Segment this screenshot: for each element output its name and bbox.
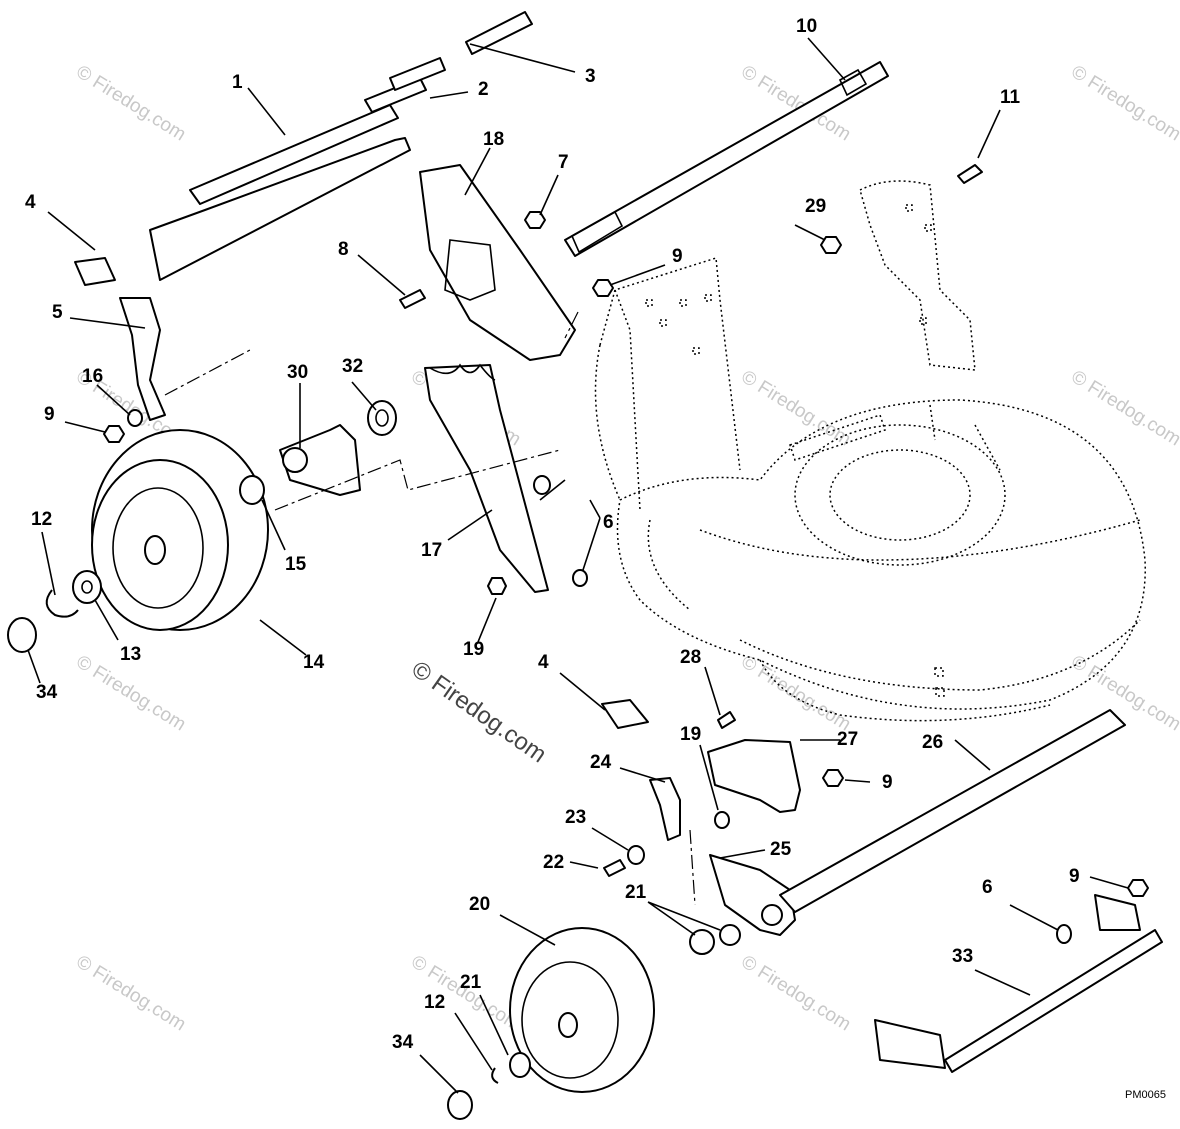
part-23-washer [627,845,645,865]
part-9-nut [592,279,614,297]
part-21-washer-lower [509,1052,531,1078]
callout-17: 17 [421,540,442,561]
diagram-code: PM0065 [1125,1089,1166,1101]
callout-23: 23 [565,807,586,828]
callout-19: 19 [680,724,701,745]
part-9-nut-right [1127,879,1149,897]
watermark-text: © Firedog.com [737,951,854,1035]
watermark-text: © Firedog.com [1067,366,1180,450]
part-6-bolt-a [533,475,551,495]
callout-labels: 1 2 3 4 5 18 7 8 9 10 11 29 16 9 30 32 1… [25,16,1166,1101]
callout-24: 24 [590,752,612,773]
part-5-lever [119,297,166,421]
part-21-washers [689,924,741,955]
part-34-hubcap-lower [447,1090,473,1120]
callout-29: 29 [805,196,826,217]
callout-12: 12 [31,509,52,530]
watermark-text: © Firedog.com [72,951,189,1035]
part-12-clip [45,589,79,618]
watermark-text: © Firedog.com [737,366,854,450]
watermark-text: © Firedog.com [1067,61,1180,145]
callout-19: 19 [463,639,484,660]
callout-5: 5 [52,302,63,323]
part-28-bolt [717,711,736,729]
watermark-text: © Firedog.com [72,61,189,145]
part-16-washer [127,409,143,427]
callout-34: 34 [392,1032,414,1053]
part-15-spacer [239,475,265,505]
part-13-washer [72,570,102,604]
callout-18: 18 [483,129,504,150]
callout-1: 1 [232,72,243,93]
callout-34: 34 [36,682,58,703]
callout-4: 4 [25,192,36,213]
callout-20: 20 [469,894,490,915]
part-1-rear-baffle [149,11,533,281]
callout-28: 28 [680,647,701,668]
handle-bracket-outline [859,180,976,371]
part-11-bolt [957,164,983,184]
part-6-bolt-right [1056,924,1072,944]
callout-7: 7 [558,152,569,173]
callout-11: 11 [1000,87,1021,108]
callout-4: 4 [538,652,549,673]
callout-6: 6 [603,512,614,533]
part-19-nut-lower [714,811,730,829]
callout-16: 16 [82,366,103,387]
callout-9: 9 [44,404,55,425]
callout-9: 9 [882,772,893,793]
callout-33: 33 [952,946,973,967]
part-7-nut [524,211,546,229]
callout-26: 26 [922,732,943,753]
callout-10: 10 [796,16,817,37]
callout-13: 13 [120,644,141,665]
part-9-nut-left [103,425,125,443]
part-26-axle [779,709,1126,913]
part-29-nut [820,236,842,254]
watermark-text: © Firedog.com [737,651,854,735]
callout-21: 21 [625,882,647,903]
watermark-main: © Firedog.com [407,656,552,769]
callout-27: 27 [837,729,858,750]
callout-9: 9 [1069,866,1080,887]
mower-deck [594,257,1146,722]
callout-12: 12 [424,992,445,1013]
callout-30: 30 [287,362,308,383]
leader-lines [27,37,1129,1094]
part-18-plate [419,164,576,361]
callout-22: 22 [543,852,564,873]
callout-32: 32 [342,356,363,377]
part-20-wheel [509,927,655,1093]
part-24-lever [649,777,681,841]
callout-6: 6 [982,877,993,898]
part-30-bracket [279,424,361,496]
callout-8: 8 [338,239,349,260]
part-19-nut [487,577,507,595]
part-33-axle-assembly [874,894,1163,1073]
callout-21: 21 [460,972,482,993]
part-6-bolt-b [572,569,588,587]
part-9-nut-lower [822,769,844,787]
part-27-rack [707,739,801,813]
part-4-cap-lower [601,699,649,729]
part-8-bolt [399,289,426,309]
part-25-bracket [709,854,796,936]
part-17-arm [424,363,549,593]
part-14-wheel [91,429,269,631]
part-4-cap-upper [74,257,116,286]
assembly-lines [164,311,696,906]
callout-2: 2 [478,79,489,100]
callout-3: 3 [585,66,596,87]
callout-25: 25 [770,839,792,860]
part-10-shaft [564,61,889,257]
callout-9: 9 [672,246,683,267]
part-22-bolt [603,859,626,877]
callout-15: 15 [285,554,307,575]
callout-14: 14 [303,652,325,673]
part-34-hubcap [7,617,37,653]
part-12-clip-lower [491,1067,499,1084]
